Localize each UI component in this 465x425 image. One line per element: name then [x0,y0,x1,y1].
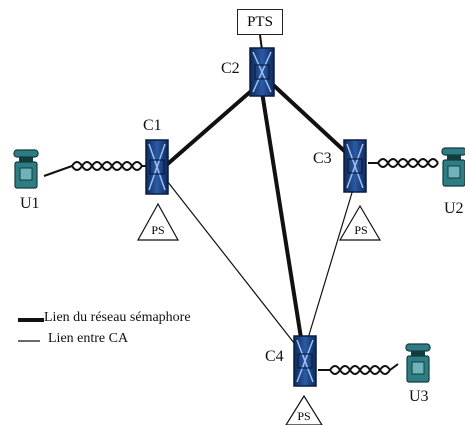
ca-link-c1-c4 [159,171,299,349]
signaling-link-c1-c2 [161,83,260,170]
ps-triangle-c1 [136,202,180,241]
user-u1-label: U1 [20,195,40,212]
pts-node: PTS [237,9,283,35]
switch-c4-icon [293,335,317,387]
user-u2-label: U2 [444,200,464,217]
switch-c1-label: C1 [143,117,162,134]
subscriber-link-u3 [318,363,399,375]
legend-ca-label: Lien entre CA [48,331,129,346]
pts-label: PTS [247,13,273,30]
ps-triangle-c3 [338,204,382,241]
telephone-u2-icon [441,147,465,187]
subscriber-link-u1 [43,161,148,177]
ps-label-c4: PS [297,409,310,423]
signaling-link-c2-c4 [260,91,303,339]
switch-c2-label: C2 [221,60,240,77]
switch-c2-icon [249,47,275,97]
switch-c4-label: C4 [265,348,284,365]
telephone-u1-icon [13,149,39,189]
user-u3-label: U3 [409,388,429,405]
switch-c3-icon [343,139,367,193]
ps-triangle-c4 [285,394,323,425]
ps-label-c1: PS [151,223,164,237]
legend-signaling-label: Lien du réseau sémaphore [44,310,191,325]
subscriber-link-u2 [368,158,439,168]
telephone-u3-icon [405,343,431,383]
ps-label-c3: PS [354,223,367,237]
ca-link-c3-c4 [305,185,355,346]
switch-c3-label: C3 [313,150,332,167]
signaling-link-c2-c3 [268,80,354,160]
switch-c1-icon [145,139,169,195]
